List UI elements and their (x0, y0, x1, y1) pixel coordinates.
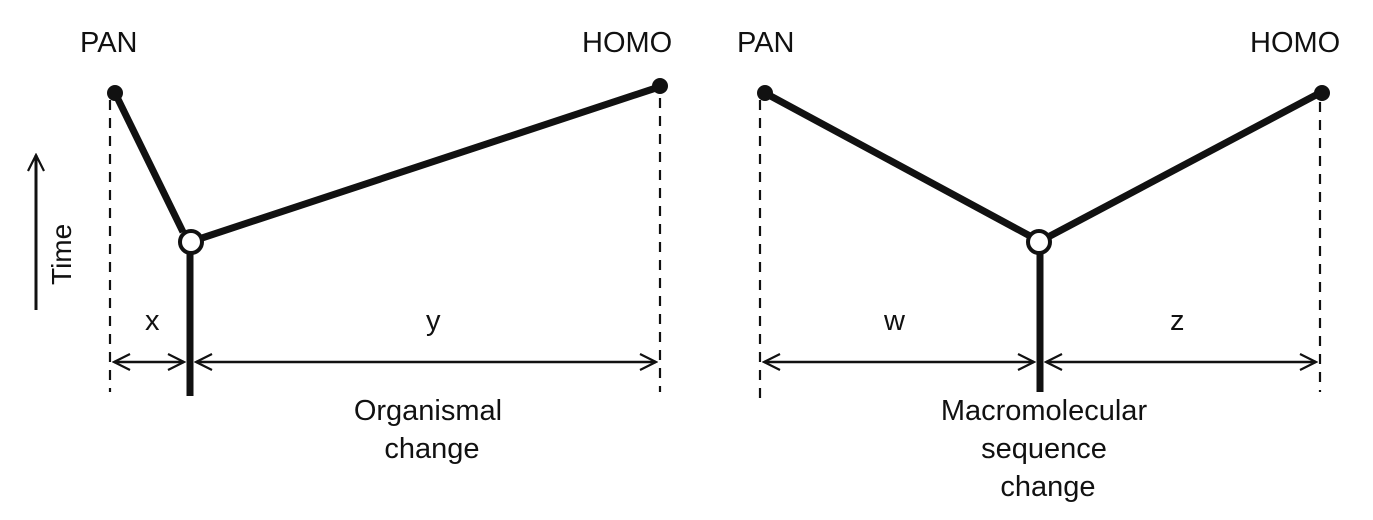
right-tree: PAN HOMO w z Macromolecular sequence cha… (737, 27, 1340, 503)
right-tree-taxon-homo: HOMO (1250, 27, 1340, 59)
left-tree-ancestor-node (178, 229, 204, 255)
left-tree-branch-label-x: x (145, 305, 160, 337)
right-tree-branch-label-z: z (1170, 305, 1185, 337)
left-tree-caption-line-1: Organismal (354, 395, 502, 427)
left-tree-taxon-pan: PAN (80, 27, 137, 59)
right-tree-branch-homo (1048, 91, 1318, 240)
time-axis-label: Time (46, 224, 77, 285)
left-tree-branch-pan (111, 91, 187, 234)
right-tree-caption-line-2: sequence (981, 433, 1107, 465)
right-tree-tip-homo (1314, 85, 1330, 101)
right-tree-branch-label-w: w (883, 305, 906, 337)
right-tree-caption: Macromolecular sequence change (941, 395, 1155, 503)
left-tree-taxon-homo: HOMO (582, 27, 672, 59)
left-tree-branch-label-y: y (426, 305, 441, 337)
left-tree-tip-homo (652, 78, 668, 94)
left-tree-branch-homo (200, 84, 658, 242)
left-tree-caption-line-2: change (384, 433, 479, 465)
left-tree-caption: Organismal change (354, 395, 510, 465)
time-axis: Time (36, 155, 77, 310)
right-tree-caption-line-1: Macromolecular (941, 395, 1148, 427)
left-tree-tip-pan (107, 85, 123, 101)
right-tree-caption-line-3: change (1000, 471, 1095, 503)
right-tree-tip-pan (757, 85, 773, 101)
left-tree: PAN HOMO x y Organismal change (80, 27, 672, 465)
right-tree-ancestor-node (1026, 229, 1052, 255)
right-tree-branch-pan (763, 89, 1032, 240)
right-tree-taxon-pan: PAN (737, 27, 794, 59)
